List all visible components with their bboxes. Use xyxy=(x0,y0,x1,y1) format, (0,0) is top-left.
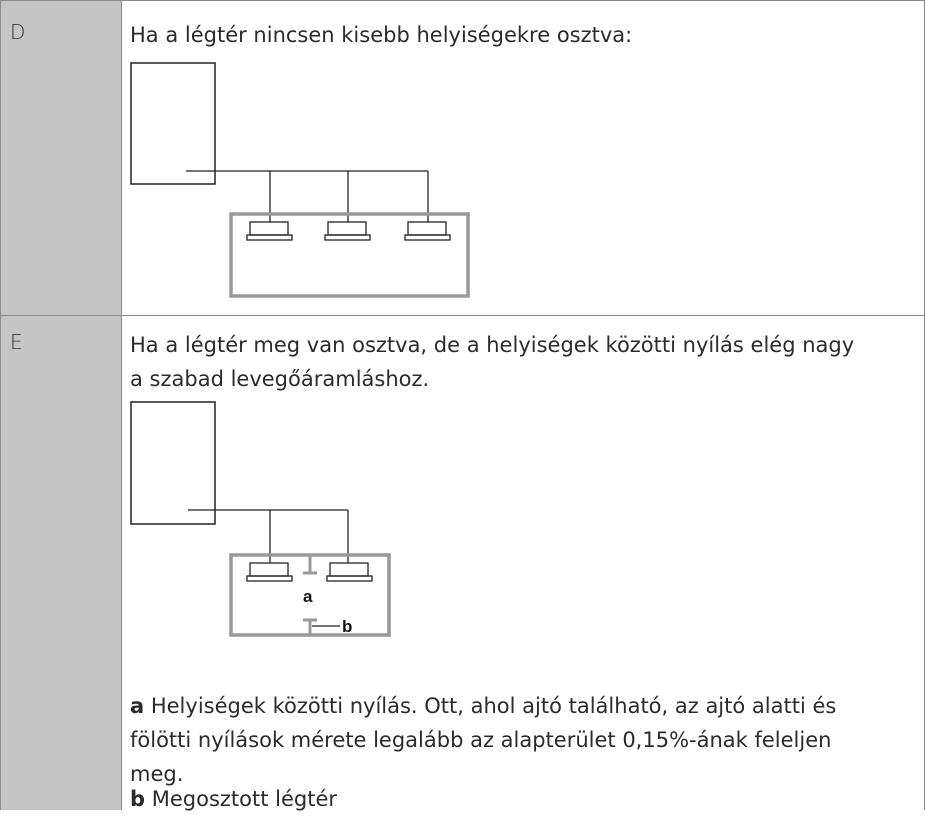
note-b-text: Megosztott légtér xyxy=(145,787,337,811)
room-d xyxy=(229,212,470,298)
indoor-unit-d-1 xyxy=(246,221,293,241)
indoor-unit-d-3 xyxy=(404,221,451,241)
diagram-e: a b xyxy=(130,401,391,637)
note-a: a Helyiségek közötti nyílás. Ott, ahol a… xyxy=(130,689,920,723)
note-a-line3: meg. xyxy=(130,762,184,786)
diagram-label-a: a xyxy=(303,587,313,606)
indoor-unit-e-1 xyxy=(246,562,293,582)
row-d-label-cell xyxy=(0,0,122,315)
row-d-label: D xyxy=(10,20,26,44)
outdoor-unit-d xyxy=(130,62,216,185)
note-a-key: a xyxy=(130,694,145,718)
row-d-heading: Ha a légtér nincsen kisebb helyiségekre … xyxy=(130,23,633,47)
row-e-label-cell xyxy=(0,315,122,810)
diagram-label-b: b xyxy=(342,617,352,636)
diagram-d xyxy=(130,62,470,298)
indoor-unit-e-2 xyxy=(326,562,373,582)
table-left-border xyxy=(0,0,1,810)
indoor-unit-d-2 xyxy=(324,221,371,241)
note-a-line2: fölötti nyílások mérete legalább az alap… xyxy=(130,728,832,752)
opening-marker-bottom xyxy=(303,618,317,634)
row-divider xyxy=(0,315,925,316)
row-e-heading-line1: Ha a légtér meg van osztva, de a helyisé… xyxy=(130,333,855,357)
room-e xyxy=(229,553,391,637)
row-e-label: E xyxy=(10,330,23,354)
outdoor-unit-e xyxy=(130,401,216,525)
opening-marker-top xyxy=(303,556,317,575)
note-b-key: b xyxy=(130,787,146,811)
row-e-heading-line2: a szabad levegőáramláshoz. xyxy=(130,367,430,391)
note-a-text-line1: Helyiségek közötti nyílás. Ott, ahol ajt… xyxy=(144,694,837,718)
refrigerant-pipe-d xyxy=(186,170,429,222)
note-b: b Megosztott légtér xyxy=(130,782,920,816)
table-top-border xyxy=(0,0,925,1)
